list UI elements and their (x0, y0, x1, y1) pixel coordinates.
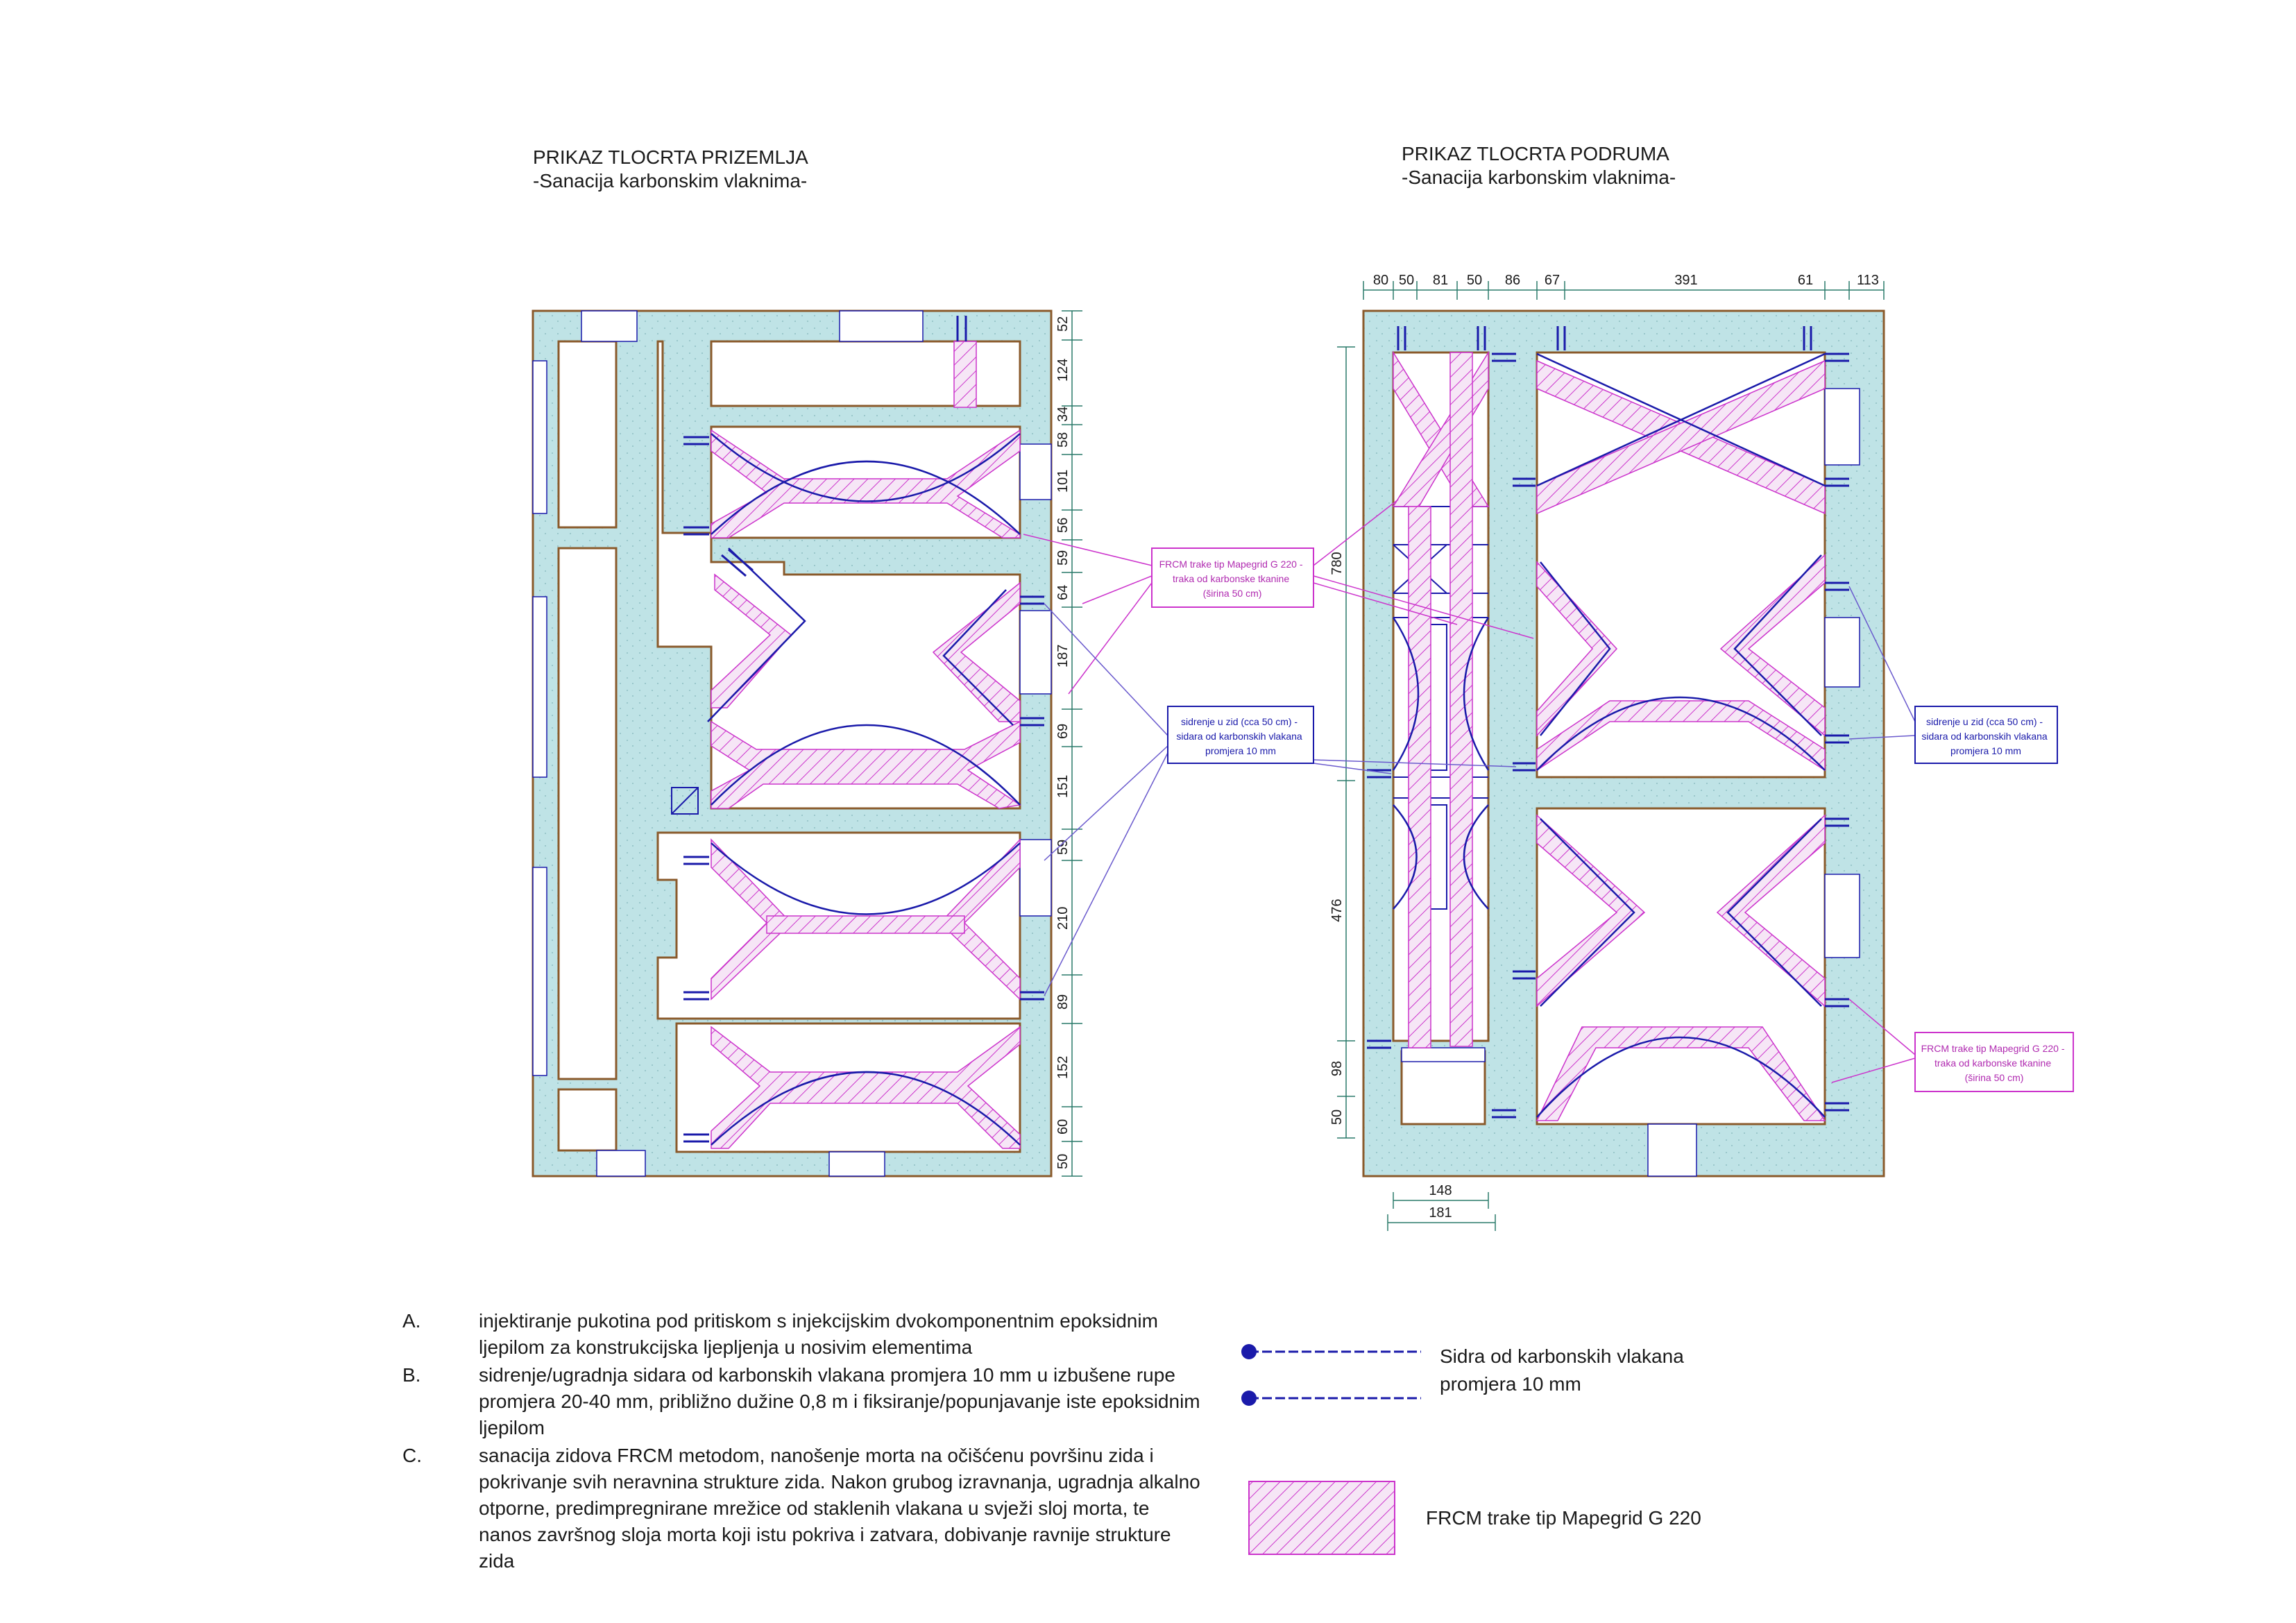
dim-label: 34 (1055, 407, 1071, 422)
dim-label: 152 (1055, 1056, 1071, 1079)
note-text: injektiranje pukotina pod pritiskom s in… (479, 1310, 1158, 1358)
dim-label: 210 (1055, 907, 1071, 930)
dim-label: 476 (1329, 899, 1345, 921)
note-letter: C. (402, 1445, 422, 1466)
callout-line: FRCM trake tip Mapegrid G 220 - (1159, 559, 1303, 570)
dim-label: 59 (1055, 840, 1071, 855)
dim-label: 50 (1329, 1110, 1345, 1125)
ground-anchors (683, 316, 1044, 1143)
callout-line: (širina 50 cm) (1203, 588, 1262, 599)
legend-anchors-line2: promjera 10 mm (1440, 1373, 1581, 1395)
legend-frcm-swatch (1248, 1481, 1395, 1555)
svg-text:FRCM trake tip Mapegrid G 220: FRCM trake tip Mapegrid G 220 - traka od… (1159, 559, 1306, 599)
dim-label: 50 (1399, 273, 1414, 288)
callout-line: traka od karbonske tkanine (1173, 573, 1289, 584)
ground-frcm-strips (711, 341, 1021, 1149)
ground-dimension-labels: 52 124 34 58 101 56 59 64 187 69 151 59 … (1055, 316, 1071, 1169)
ground-plan-title: PRIKAZ TLOCRTA PRIZEMLJA -Sanacija karbo… (533, 146, 808, 193)
callout-frcm-right: FRCM trake tip Mapegrid G 220 - traka od… (1914, 1032, 2074, 1092)
dim-label: 61 (1798, 273, 1813, 288)
ground-openings (532, 310, 1052, 1177)
dim-label: 50 (1467, 273, 1482, 288)
basement-anchor-lines (1392, 352, 1826, 1118)
svg-text:sidrenje u zid (cca 50 cm) -: sidrenje u zid (cca 50 cm) - sidara od k… (1921, 716, 2050, 756)
callout-line: promjera 10 mm (1950, 745, 2021, 756)
basement-frcm-strips (1392, 350, 1826, 1121)
svg-text:sidrenje u zid (cca 50 cm) -: sidrenje u zid (cca 50 cm) - sidara od k… (1176, 716, 1304, 756)
legend-anchors-line1: Sidra od karbonskih vlakana (1440, 1345, 1684, 1367)
dim-label: 52 (1055, 316, 1071, 332)
callout-leaders (1023, 499, 1916, 1083)
callout-line: sidrenje u zid (cca 50 cm) - (1181, 716, 1298, 727)
ground-plan-heading: PRIKAZ TLOCRTA PRIZEMLJA (533, 146, 808, 168)
dim-label: 64 (1055, 585, 1071, 600)
legend-anchor-symbol (1241, 1344, 1421, 1406)
basement-anchors (1367, 326, 1849, 1119)
shaft-symbol (671, 787, 699, 815)
ground-dimension-chain (1062, 310, 1082, 1177)
basement-bottom-dimension-labels: 148 181 (1429, 1183, 1452, 1221)
note-letter: A. (402, 1310, 421, 1332)
callout-anchor-right: sidrenje u zid (cca 50 cm) - sidara od k… (1914, 706, 2058, 764)
legend-anchors-label: Sidra od karbonskih vlakana promjera 10 … (1440, 1343, 1684, 1398)
basement-top-dimension-chain (1363, 281, 1885, 300)
basement-plan: 80 50 81 50 86 67 391 61 113 780 476 98 … (1329, 273, 1885, 1231)
dim-label: 98 (1329, 1061, 1345, 1076)
ground-anchor-lines (707, 433, 1021, 1146)
basement-plan-subtitle: -Sanacija karbonskim vlaknima- (1402, 167, 1676, 188)
ground-plan-subtitle: -Sanacija karbonskim vlaknima- (533, 170, 808, 192)
basement-top-dimension-labels: 80 50 81 50 86 67 391 61 113 (1373, 273, 1879, 288)
dim-label: 81 (1433, 273, 1448, 288)
dim-label: 187 (1055, 645, 1071, 668)
repair-notes: A. injektiranje pukotina pod pritiskom s… (385, 1308, 1204, 1576)
callout-line: promjera 10 mm (1205, 745, 1276, 756)
dim-label: 86 (1505, 273, 1520, 288)
callout-line: traka od karbonske tkanine (1934, 1057, 2051, 1069)
callout-line: (širina 50 cm) (1965, 1072, 2024, 1083)
dim-label: 50 (1055, 1154, 1071, 1169)
legend-frcm-label: FRCM trake tip Mapegrid G 220 (1426, 1507, 1701, 1529)
basement-left-dimension-chain (1337, 346, 1355, 1139)
dim-label: 780 (1329, 552, 1345, 575)
basement-plan-heading: PRIKAZ TLOCRTA PODRUMA (1402, 143, 1669, 164)
note-item: A. injektiranje pukotina pod pritiskom s… (385, 1308, 1204, 1361)
dim-label: 181 (1429, 1205, 1452, 1221)
note-text: sidrenje/ugradnja sidara od karbonskih v… (479, 1364, 1200, 1438)
dim-label: 124 (1055, 359, 1071, 382)
callout-anchor-left: sidrenje u zid (cca 50 cm) - sidara od k… (1167, 706, 1314, 764)
dim-label: 113 (1857, 273, 1879, 288)
dim-label: 80 (1373, 273, 1388, 288)
basement-bottom-dimension-chain (1387, 1192, 1496, 1231)
note-item: C. sanacija zidova FRCM metodom, nanošen… (385, 1443, 1204, 1574)
dim-label: 59 (1055, 550, 1071, 566)
callout-line: FRCM trake tip Mapegrid G 220 - (1921, 1043, 2065, 1054)
basement-plan-title: PRIKAZ TLOCRTA PODRUMA -Sanacija karbons… (1402, 142, 1676, 189)
callout-frcm-left: FRCM trake tip Mapegrid G 220 - traka od… (1151, 547, 1314, 608)
dim-label: 101 (1055, 470, 1071, 493)
dim-label: 151 (1055, 775, 1071, 798)
ground-floor-plan: 52 124 34 58 101 56 59 64 187 69 151 59 … (532, 309, 1082, 1178)
dim-label: 56 (1055, 518, 1071, 533)
dim-label: 58 (1055, 432, 1071, 448)
callout-line: sidrenje u zid (cca 50 cm) - (1926, 716, 2043, 727)
basement-inner-partitions (1393, 506, 1488, 910)
basement-walls (1362, 309, 1885, 1178)
basement-openings (1401, 388, 1860, 1177)
dim-label: 69 (1055, 724, 1071, 739)
callout-line: sidara od karbonskih vlakana (1176, 731, 1302, 742)
note-letter: B. (402, 1364, 421, 1386)
note-item: B. sidrenje/ugradnja sidara od karbonski… (385, 1362, 1204, 1441)
dim-label: 148 (1429, 1183, 1452, 1198)
basement-left-dimension-labels: 780 476 98 50 (1329, 552, 1345, 1125)
callout-line: sidara od karbonskih vlakana (1921, 731, 2048, 742)
dim-label: 67 (1545, 273, 1560, 288)
note-text: sanacija zidova FRCM metodom, nanošenje … (479, 1445, 1200, 1572)
dim-label: 60 (1055, 1119, 1071, 1135)
dim-label: 391 (1674, 273, 1697, 288)
svg-text:FRCM trake tip Mapegrid G 220: FRCM trake tip Mapegrid G 220 - traka od… (1921, 1043, 2068, 1083)
dim-label: 89 (1055, 994, 1071, 1010)
